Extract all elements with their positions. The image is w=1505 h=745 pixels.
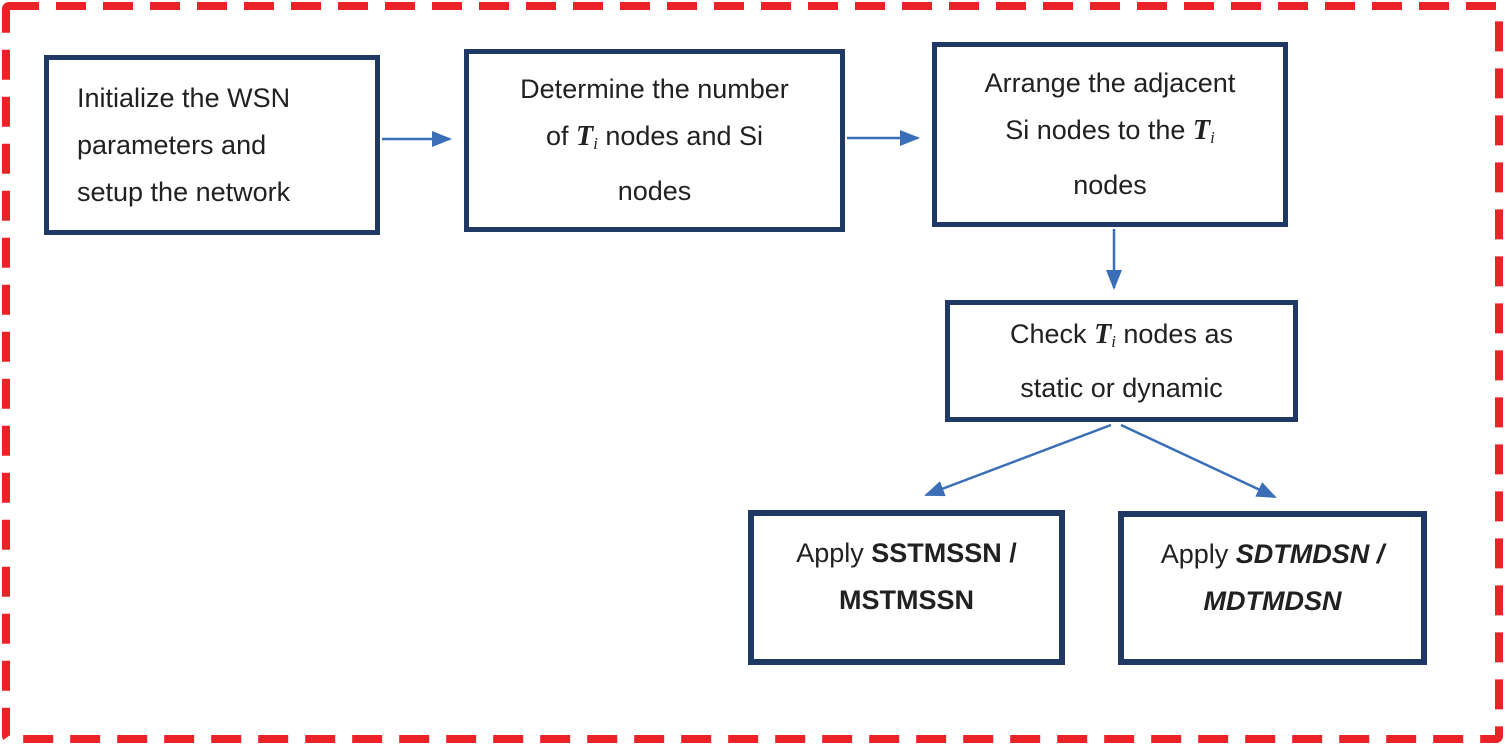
box-text-line: Determine the number [520,74,789,105]
arrow-check-to-static [924,423,1112,497]
text-segment: Apply [1160,539,1236,569]
text-segment-bolditalic: SDTMDSN / [1235,539,1385,569]
math-symbol-t: T [1094,318,1112,350]
flow-box-determine-nodes: Determine the number of Ti nodes and Si … [464,49,845,232]
box-text-line: MSTMSSN [839,585,974,615]
math-symbol-t: T [576,121,594,153]
text-segment-bold: SSTMSSN / [871,538,1017,568]
math-subscript-i: i [1210,128,1215,148]
flow-box-check-static-dynamic: Check Ti nodes as static or dynamic [945,300,1298,422]
text-segment: Apply [796,538,872,568]
box-text-line: Si nodes to the Ti [937,107,1283,161]
box-text-line: Check Ti nodes as [950,311,1293,365]
box-text-line: static or dynamic [1020,373,1223,404]
text-segment: Check [1010,318,1095,349]
box-text-line: parameters and [77,129,267,160]
box-text-line: MDTMDSN [1203,586,1342,616]
box-text-line: Apply SDTMDSN / [1124,531,1421,578]
text-segment: nodes as [1115,318,1233,349]
box-text-line: of Ti nodes and Si [469,113,840,167]
box-text-line: nodes [617,175,692,206]
text-segment: of [546,121,577,152]
flow-box-initialize-wsn: Initialize the WSN parameters and setup … [44,55,380,235]
box-text-line: Apply SSTMSSN / [754,530,1059,577]
box-text-line: Initialize the WSN [77,82,291,113]
math-subscript-i: i [593,134,598,154]
math-symbol-t: T [1192,115,1211,147]
arrow-check-to-dynamic [1120,423,1277,499]
box-text-line: Arrange the adjacent [984,68,1236,99]
box-text-line: nodes [1073,169,1147,200]
text-segment: nodes and Si [597,121,763,152]
flow-box-apply-sstmssn: Apply SSTMSSN / MSTMSSN [748,510,1065,665]
text-segment: Si nodes to the [1005,115,1193,146]
math-subscript-i: i [1111,332,1116,352]
flow-box-apply-sdtmdsn: Apply SDTMDSN / MDTMDSN [1118,511,1427,665]
box-text-line: setup the network [77,176,291,207]
flow-box-arrange-nodes: Arrange the adjacent Si nodes to the Ti … [932,42,1288,227]
